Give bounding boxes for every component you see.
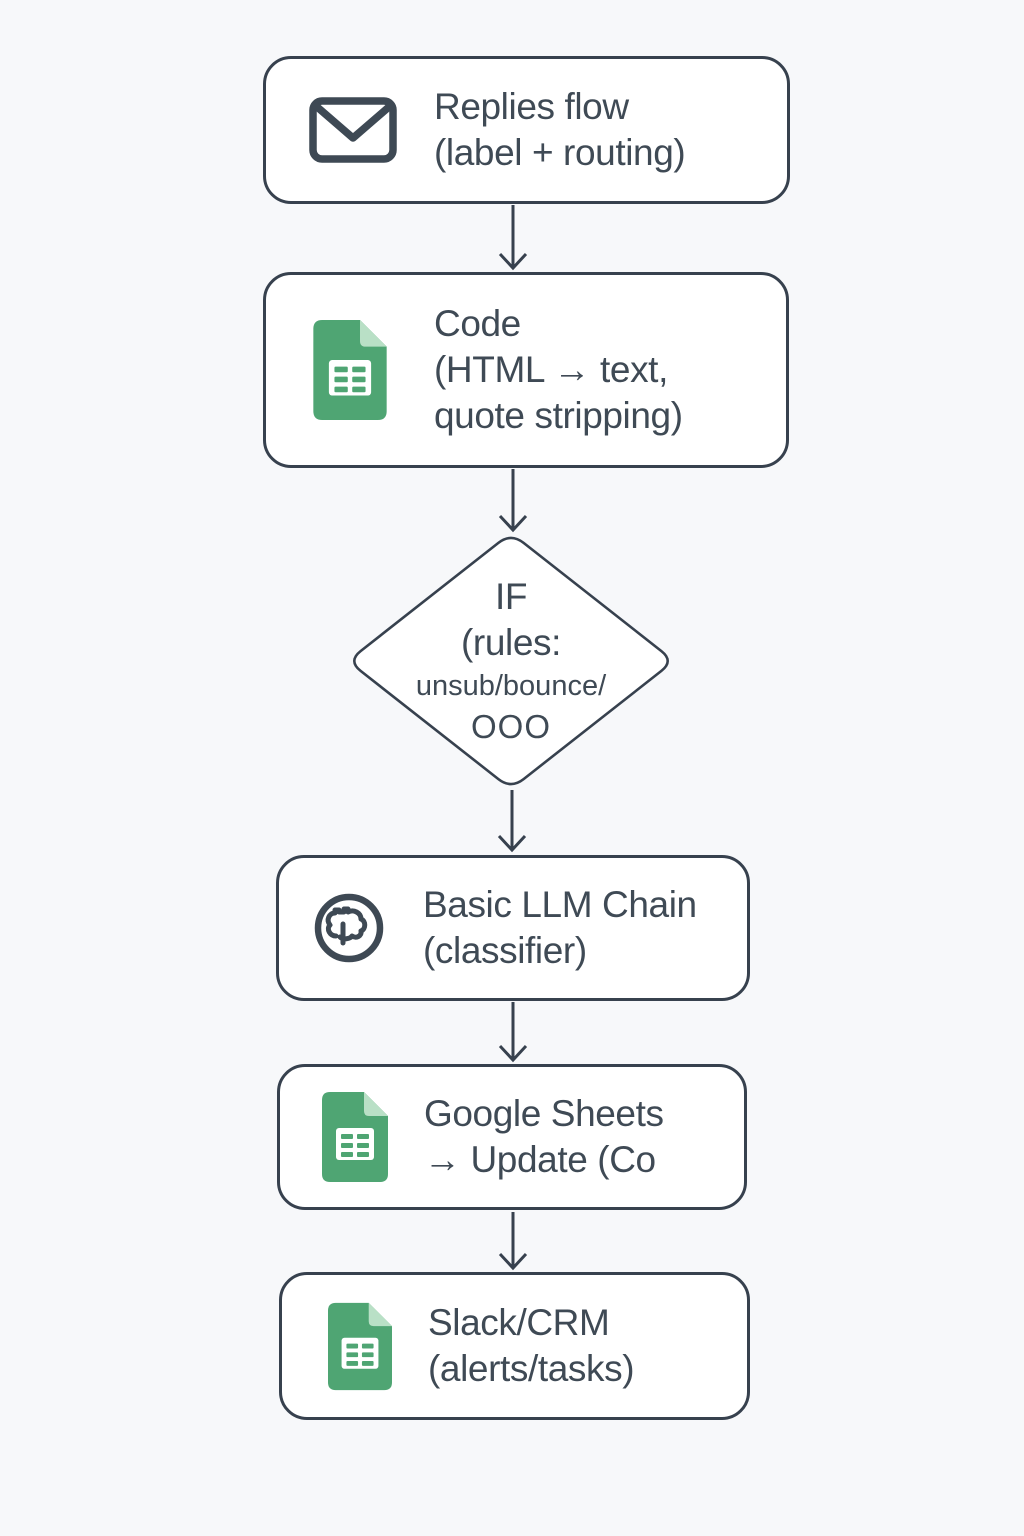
connector-if-to-llm	[497, 790, 527, 853]
google-sheets-icon	[322, 1091, 388, 1183]
node-google-sheets-update: Google Sheets → Update (Co	[277, 1064, 747, 1210]
connector-replies-to-code	[498, 205, 528, 271]
connector-llm-to-sheets	[498, 1002, 528, 1063]
node-label-line: Slack/CRM	[428, 1302, 610, 1343]
node-label-line: Google Sheets	[424, 1093, 664, 1134]
google-sheets-icon	[312, 320, 388, 420]
node-label-line: OOO	[470, 708, 551, 745]
node-replies-flow: Replies flow (label + routing)	[263, 56, 790, 204]
node-label-line: quote stripping)	[434, 395, 683, 436]
connector-code-to-if	[498, 469, 528, 533]
node-label-line: (rules:	[461, 622, 561, 663]
node-code: Code (HTML → text, quote stripping)	[263, 272, 789, 468]
node-label-line: unsub/bounce/	[415, 670, 607, 702]
node-slack-crm: Slack/CRM (alerts/tasks)	[279, 1272, 750, 1420]
node-label-line: (label + routing)	[434, 132, 686, 173]
brain-icon	[311, 890, 387, 966]
node-basic-llm-chain: Basic LLM Chain (classifier)	[276, 855, 750, 1001]
node-label-line: Code	[434, 303, 521, 344]
google-sheets-icon	[328, 1302, 392, 1391]
node-label-line: Replies flow	[434, 86, 629, 127]
node-label-line: (alerts/tasks)	[428, 1348, 635, 1389]
node-label-line: Basic LLM Chain	[423, 884, 697, 925]
node-label-line: IF	[494, 576, 528, 617]
diamond-shape	[353, 536, 669, 786]
node-label-line: → Update (Co	[424, 1139, 656, 1180]
envelope-icon	[308, 96, 398, 164]
node-label-line: (HTML → text,	[434, 349, 668, 390]
node-label-line: (classifier)	[423, 930, 587, 971]
connector-sheets-to-slack	[498, 1212, 528, 1271]
node-if-rules: IF (rules: unsub/bounce/ OOO	[348, 533, 674, 789]
